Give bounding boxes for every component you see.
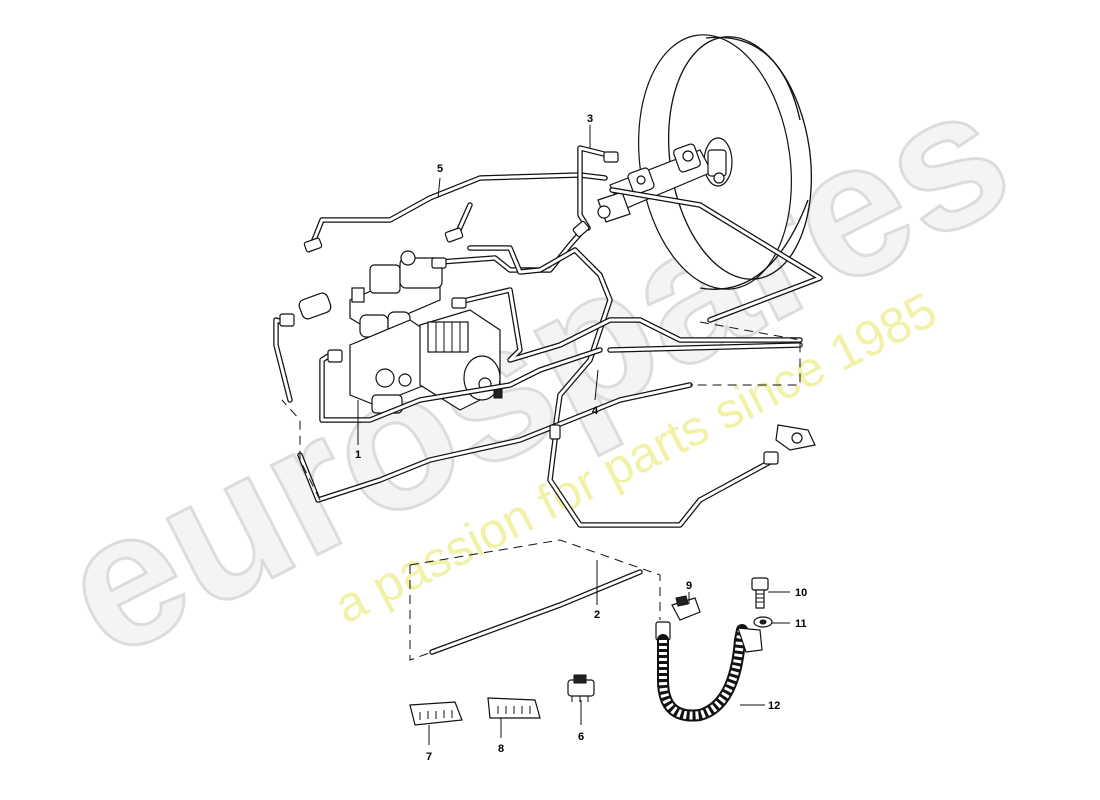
relay-part	[567, 674, 595, 702]
callout-12: 12	[768, 700, 780, 712]
washer-part	[753, 616, 773, 628]
brake-hose	[655, 621, 763, 722]
callout-9: 9	[686, 580, 692, 592]
connector-7	[409, 701, 463, 726]
callout-1: 1	[355, 449, 361, 461]
connector-8	[487, 697, 541, 719]
callout-11: 11	[795, 618, 807, 630]
fittings	[279, 151, 816, 465]
callout-4: 4	[592, 405, 599, 417]
callout-2: 2	[594, 609, 600, 621]
callout-labels: 1 2 3 4 5 6 7 8 9 10 11 12	[355, 113, 807, 763]
master-cylinder	[597, 143, 727, 223]
callout-8: 8	[498, 743, 504, 755]
callout-7: 7	[426, 751, 432, 763]
leader-lines	[357, 125, 790, 745]
dashed-outlines	[281, 321, 801, 661]
callout-10: 10	[795, 587, 807, 599]
callout-6: 6	[578, 731, 584, 743]
callout-5: 5	[437, 163, 443, 175]
callout-3: 3	[587, 113, 593, 125]
brake-lines	[273, 145, 823, 655]
watermark: eurospares a passion for parts since 198…	[29, 43, 1041, 700]
bolt-part	[751, 577, 769, 609]
clip-part	[671, 595, 701, 621]
hydraulic-unit	[349, 250, 503, 414]
